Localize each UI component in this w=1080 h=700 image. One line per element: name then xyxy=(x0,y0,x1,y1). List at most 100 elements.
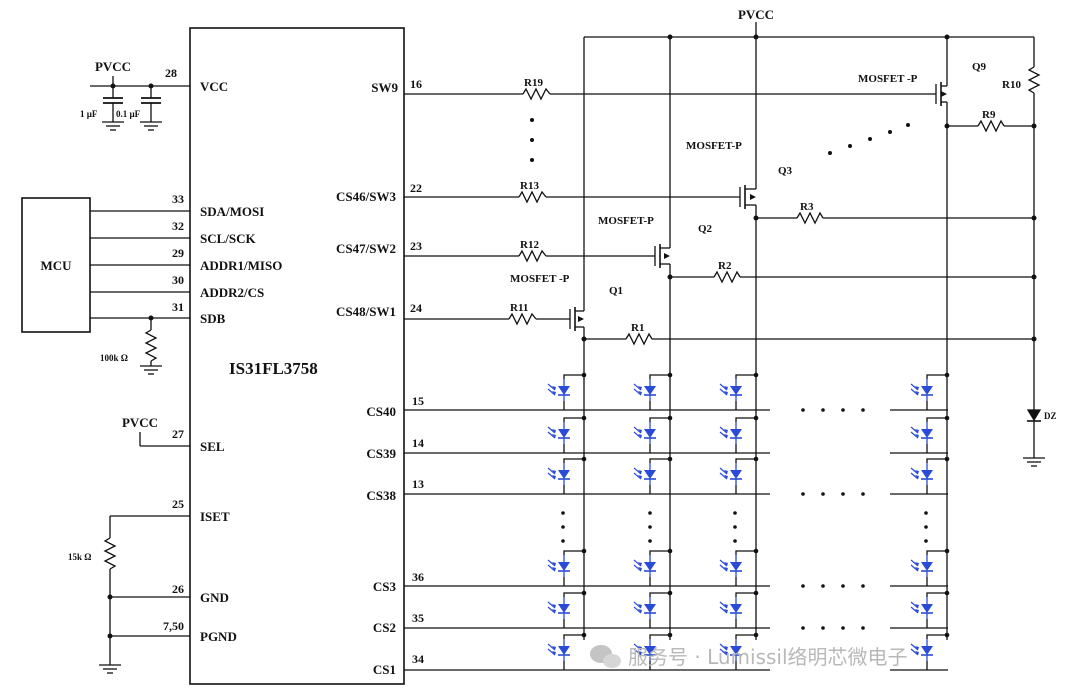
transistor-name: Q9 xyxy=(972,61,987,73)
ellipsis-dot xyxy=(648,511,652,515)
ellipsis-dot xyxy=(801,626,805,630)
pin-label-cs39: CS39 xyxy=(366,446,396,461)
ellipsis-dot xyxy=(924,511,928,515)
pin-label-sw3: CS46/SW3 xyxy=(336,189,396,204)
transistor-name: Q1 xyxy=(609,285,623,297)
pin-number: 23 xyxy=(410,239,422,253)
led xyxy=(547,456,587,494)
pin-number: 31 xyxy=(172,300,184,314)
zener-label: DZ xyxy=(1044,411,1057,421)
led xyxy=(633,415,673,453)
pin-label-scl: SCL/SCK xyxy=(200,231,257,246)
pin-label-cs40: CS40 xyxy=(366,404,396,419)
led xyxy=(719,590,759,628)
ic-body xyxy=(189,27,405,685)
pin-label-vcc: VCC xyxy=(200,79,228,94)
ellipsis-dot xyxy=(924,525,928,529)
resistor-label: R10 xyxy=(1002,79,1021,91)
ellipsis-dot xyxy=(733,511,737,515)
ellipsis-dot xyxy=(841,408,845,412)
ellipsis-dots xyxy=(530,118,910,162)
resistor-label: R11 xyxy=(510,302,528,314)
pin-label-sdb: SDB xyxy=(200,311,226,326)
ellipsis-dot xyxy=(841,584,845,588)
pin-number: 27 xyxy=(172,427,184,441)
cap-value: 1 µF xyxy=(80,109,98,119)
pin-number: 13 xyxy=(412,477,424,491)
resistor-value: 100k Ω xyxy=(100,353,128,363)
ground-symbol xyxy=(139,365,163,375)
ellipsis-dot xyxy=(841,492,845,496)
ellipsis-dot xyxy=(821,584,825,588)
ellipsis-dot xyxy=(733,539,737,543)
pin-label-sel: SEL xyxy=(200,439,225,454)
led xyxy=(547,548,587,586)
resistor-label: R13 xyxy=(520,180,539,192)
led xyxy=(910,372,950,410)
ellipsis-dot xyxy=(821,408,825,412)
ellipsis-dot xyxy=(841,626,845,630)
led xyxy=(910,548,950,586)
pin-label-cs3: CS3 xyxy=(373,579,397,594)
ellipsis-dot xyxy=(561,539,565,543)
transistor-type: MOSFET-P xyxy=(598,215,654,227)
pin-label-cs2: CS2 xyxy=(373,620,396,635)
pin-number: 34 xyxy=(412,652,424,666)
pin-label-cs38: CS38 xyxy=(366,488,396,503)
ellipsis-dot xyxy=(861,626,865,630)
resistor-label: R1 xyxy=(631,322,644,334)
pin-label-addr2: ADDR2/CS xyxy=(200,285,264,300)
resistor-label: R3 xyxy=(800,201,814,213)
pin-number: 36 xyxy=(412,570,424,584)
pin-number: 35 xyxy=(412,611,424,625)
pin-label-sw2: CS47/SW2 xyxy=(336,241,396,256)
led xyxy=(547,415,587,453)
chip-name: IS31FL3758 xyxy=(229,359,318,378)
led xyxy=(633,632,673,670)
led xyxy=(910,415,950,453)
transistor-type: MOSFET-P xyxy=(686,140,742,152)
pin-label-sda: SDA/MOSI xyxy=(200,204,264,219)
led xyxy=(910,632,950,670)
ground-symbol xyxy=(98,664,122,674)
pin-label-sw1: CS48/SW1 xyxy=(336,304,396,319)
resistor-label: R9 xyxy=(982,109,996,121)
led xyxy=(633,548,673,586)
ground-symbol xyxy=(139,121,163,131)
led xyxy=(633,456,673,494)
pin-number: 15 xyxy=(412,394,424,408)
transistor-type: MOSFET -P xyxy=(510,273,570,285)
pin-number: 7,50 xyxy=(163,619,184,633)
resistor-value: 15k Ω xyxy=(68,552,91,562)
led xyxy=(633,590,673,628)
led xyxy=(719,548,759,586)
pin-label-iset: ISET xyxy=(200,509,230,524)
resistor-label: R19 xyxy=(524,77,543,89)
pin-label-pgnd: PGND xyxy=(200,629,237,644)
led xyxy=(719,415,759,453)
led xyxy=(719,632,759,670)
matrix-ellipsis-dots xyxy=(561,408,928,630)
led xyxy=(633,372,673,410)
pin-number: 30 xyxy=(172,273,184,287)
ellipsis-dot xyxy=(861,408,865,412)
ellipsis-dot xyxy=(561,525,565,529)
ellipsis-dot xyxy=(924,539,928,543)
transistor-type: MOSFET -P xyxy=(858,73,918,85)
pin-number: 25 xyxy=(172,497,184,511)
mcu-label: MCU xyxy=(40,258,72,273)
led xyxy=(547,372,587,410)
pin-number: 14 xyxy=(412,436,424,450)
led xyxy=(719,372,759,410)
pin-number: 33 xyxy=(172,192,184,206)
ellipsis-dot xyxy=(801,408,805,412)
ellipsis-dot xyxy=(648,539,652,543)
ellipsis-dot xyxy=(821,492,825,496)
ground-symbol xyxy=(101,121,125,131)
pin-number: 28 xyxy=(165,66,177,80)
pin-number: 29 xyxy=(172,246,184,260)
pin-label-cs1: CS1 xyxy=(373,662,396,677)
led xyxy=(719,456,759,494)
wechat-icon xyxy=(590,645,621,668)
